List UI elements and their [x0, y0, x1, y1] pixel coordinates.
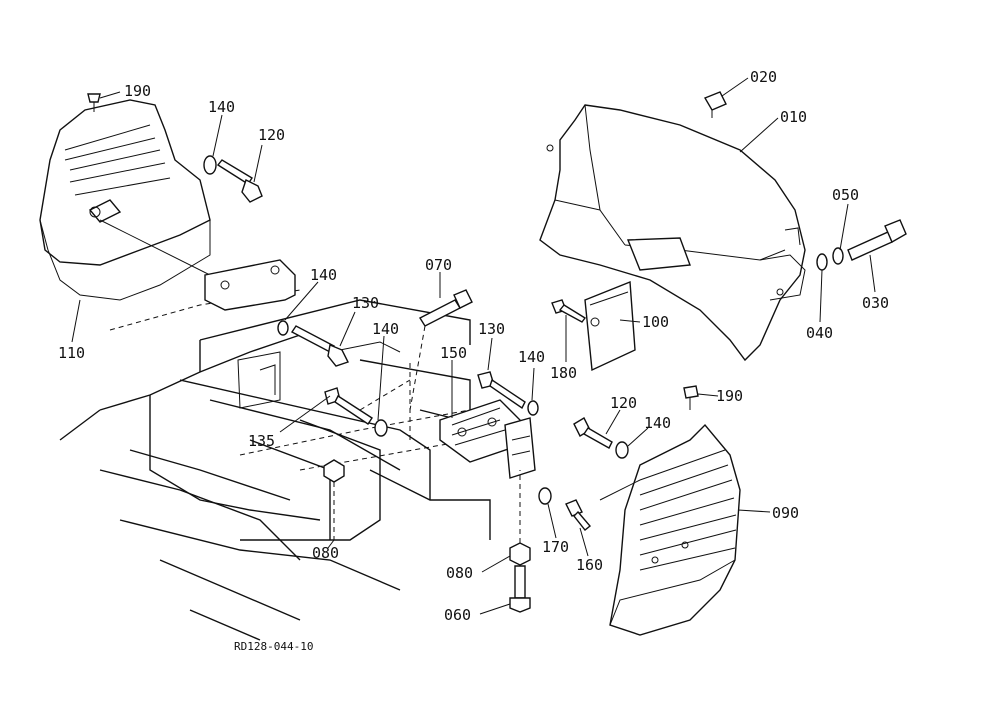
leader-lines [71, 77, 876, 615]
callout-010: 010 [780, 108, 807, 126]
callout-140-mid-right: 140 [518, 348, 545, 366]
callout-130-right: 130 [478, 320, 505, 338]
bolt-160 [565, 499, 592, 531]
callout-060: 060 [444, 606, 471, 624]
callout-050: 050 [832, 186, 859, 204]
callout-110: 110 [58, 344, 85, 362]
callout-080-lower: 080 [446, 564, 473, 582]
callout-140-mid: 140 [372, 320, 399, 338]
bolt-120-lower-right [573, 417, 629, 459]
bracket-150 [439, 399, 536, 479]
clip-190-right [683, 385, 699, 410]
bolt-070 [409, 289, 473, 411]
callout-140-lower-right: 140 [644, 414, 671, 432]
callout-130-left: 130 [352, 294, 379, 312]
callout-070: 070 [425, 256, 452, 274]
knob-020 [703, 91, 727, 118]
bolt-180 [551, 299, 587, 323]
callout-150: 150 [440, 344, 467, 362]
callout-170: 170 [542, 538, 569, 556]
bolt-060 [509, 470, 531, 613]
callout-030: 030 [862, 294, 889, 312]
fender-110 [39, 99, 296, 311]
callout-190-left: 190 [124, 82, 151, 100]
nut-080-left [323, 459, 345, 540]
fender-090 [599, 423, 741, 636]
bolt-130-right [477, 371, 539, 416]
bolt-135 [324, 387, 388, 437]
callout-120-lower-right: 120 [610, 394, 637, 412]
callout-160: 160 [576, 556, 603, 574]
callout-190-right: 190 [716, 387, 743, 405]
callout-080-left: 080 [312, 544, 339, 562]
callout-040: 040 [806, 324, 833, 342]
bolt-120-upper-left [203, 155, 263, 203]
reference-code: RD128-044-10 [234, 640, 313, 653]
clip-190-left [87, 93, 101, 112]
callout-120-upper-left: 120 [258, 126, 285, 144]
hood-panel-010 [539, 104, 806, 362]
bracket-100 [584, 280, 636, 372]
callout-140-mid-left: 140 [310, 266, 337, 284]
bolt-130-left [277, 320, 349, 367]
callout-090: 090 [772, 504, 799, 522]
tractor-frame [59, 289, 501, 641]
bolt-030 [816, 219, 907, 271]
callout-180: 180 [550, 364, 577, 382]
callout-140-upper-left: 140 [208, 98, 235, 116]
callout-100: 100 [642, 313, 669, 331]
callout-135: 135 [248, 432, 275, 450]
callout-020: 020 [750, 68, 777, 86]
washer-170 [538, 487, 552, 505]
callout-labels: 190 140 120 020 010 050 030 040 110 140 … [58, 68, 889, 653]
nut-080-lower [509, 542, 531, 566]
